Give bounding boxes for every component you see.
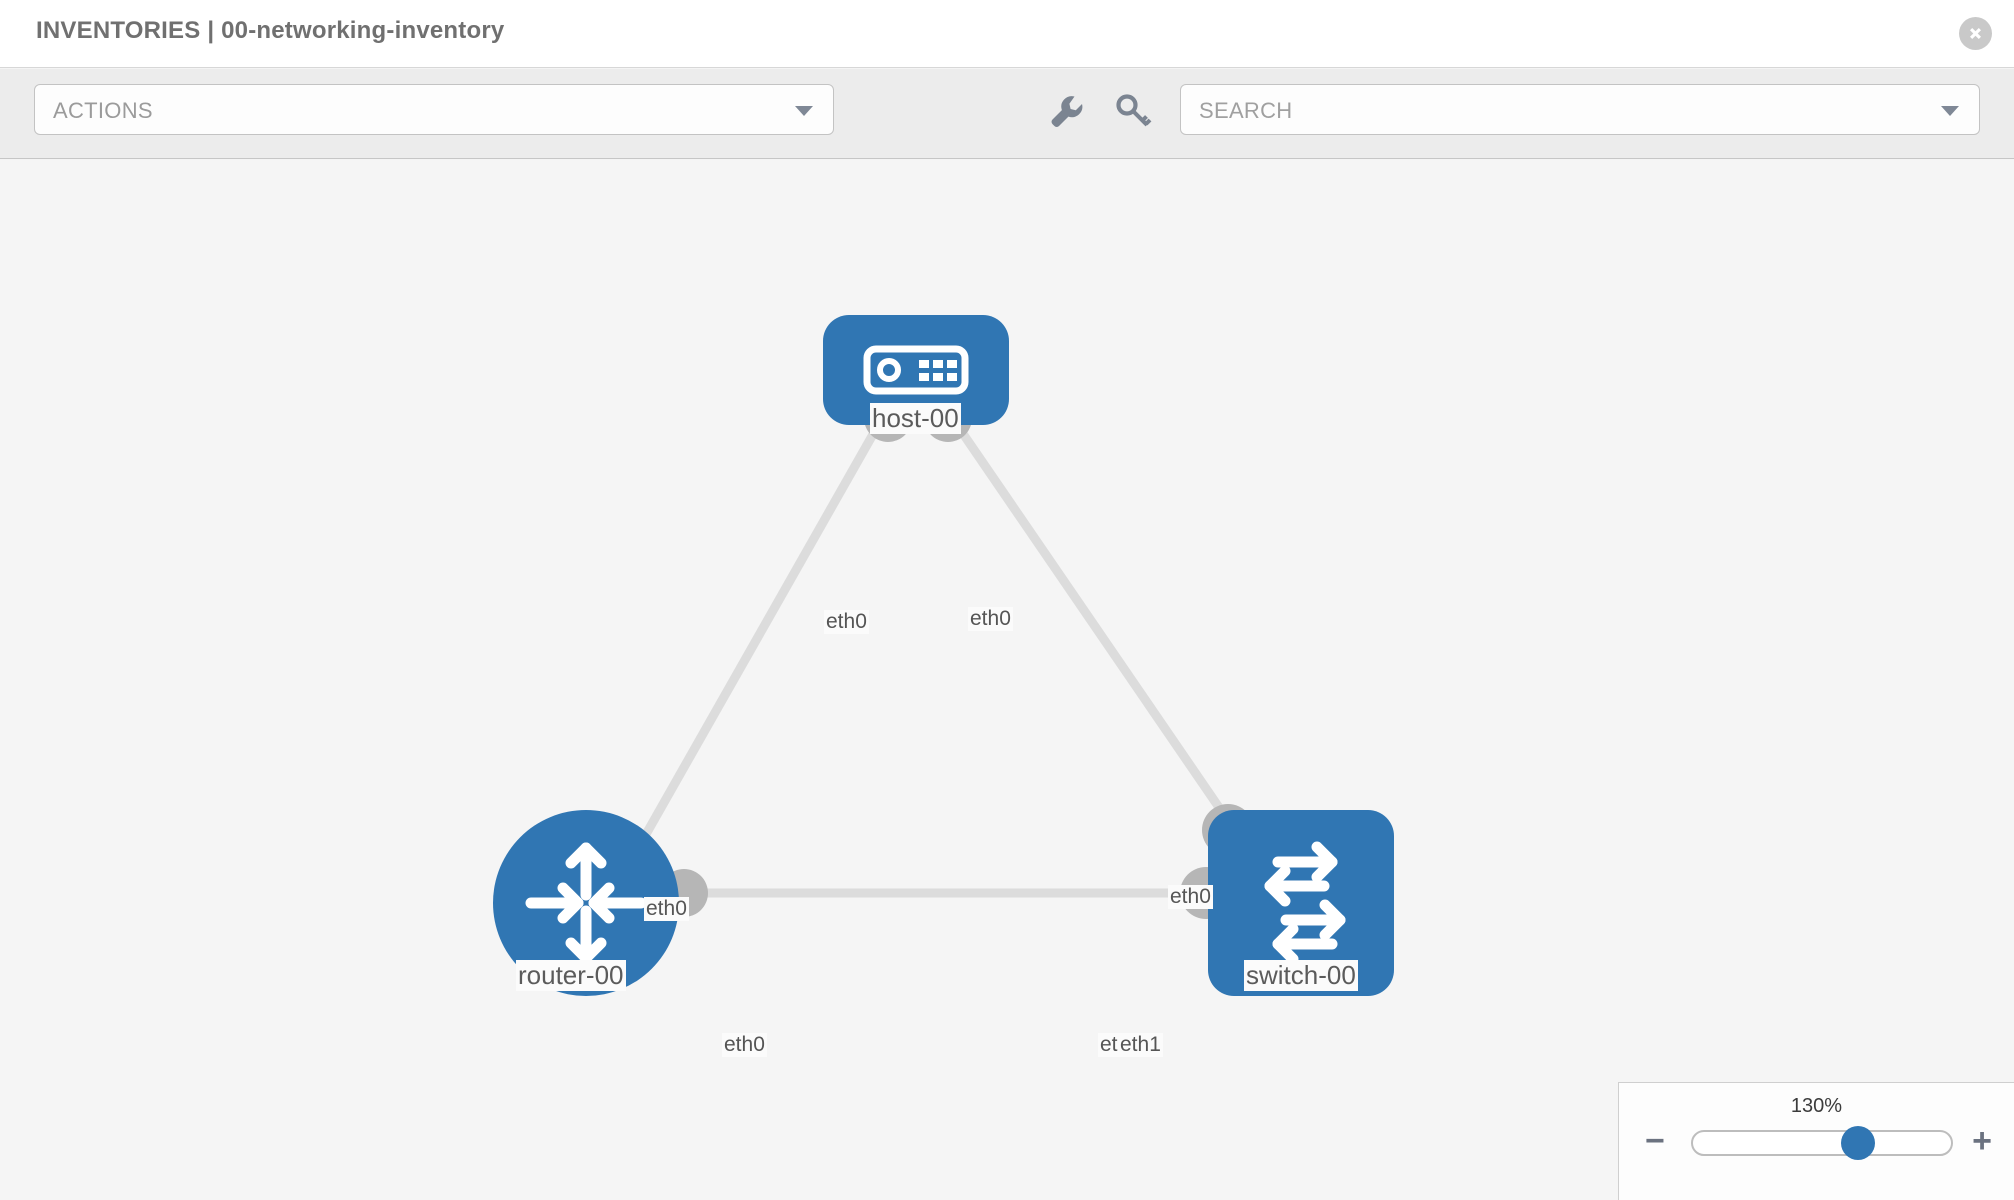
page-header: INVENTORIES | 00-networking-inventory (0, 0, 2014, 68)
search-input[interactable]: SEARCH (1180, 84, 1980, 135)
host-node-label: host-00 (870, 403, 961, 434)
wrench-icon[interactable] (1045, 90, 1087, 132)
chevron-down-icon[interactable] (1941, 106, 1959, 116)
key-icon[interactable] (1113, 90, 1155, 132)
iface-label-switch-left-b: eth1 (1118, 1033, 1163, 1057)
zoom-in-button[interactable]: + (1972, 1122, 1992, 1160)
close-icon[interactable] (1959, 17, 1992, 50)
switch-icon (1264, 841, 1346, 965)
iface-label-switch-up: eth0 (1168, 885, 1213, 909)
zoom-level-label: 130% (1790, 1095, 1843, 1117)
edge-host-switch[interactable] (951, 419, 1259, 863)
server-icon (863, 345, 969, 395)
zoom-slider-track[interactable] (1691, 1126, 1953, 1160)
switch-node-label: switch-00 (1244, 960, 1358, 991)
chevron-down-icon (795, 106, 813, 116)
iface-label-router-up: eth0 (644, 897, 689, 921)
page-title: INVENTORIES | 00-networking-inventory (36, 17, 505, 44)
router-node-label: router-00 (516, 960, 626, 991)
actions-dropdown[interactable]: ACTIONS (34, 84, 834, 135)
topology-canvas[interactable]: host-00 router-00 (0, 160, 2014, 1200)
edge-host-router[interactable] (616, 419, 884, 883)
iface-label-router-right: eth0 (722, 1033, 767, 1057)
zoom-out-button[interactable]: − (1645, 1122, 1665, 1160)
iface-label-host-right: eth0 (968, 607, 1013, 631)
actions-dropdown-label: ACTIONS (53, 98, 153, 123)
iface-label-host-left: eth0 (824, 610, 869, 634)
router-icon (525, 842, 647, 964)
zoom-slider-thumb[interactable] (1841, 1126, 1875, 1160)
search-placeholder: SEARCH (1199, 98, 1293, 123)
zoom-control-panel: 130% − + (1618, 1082, 2014, 1200)
